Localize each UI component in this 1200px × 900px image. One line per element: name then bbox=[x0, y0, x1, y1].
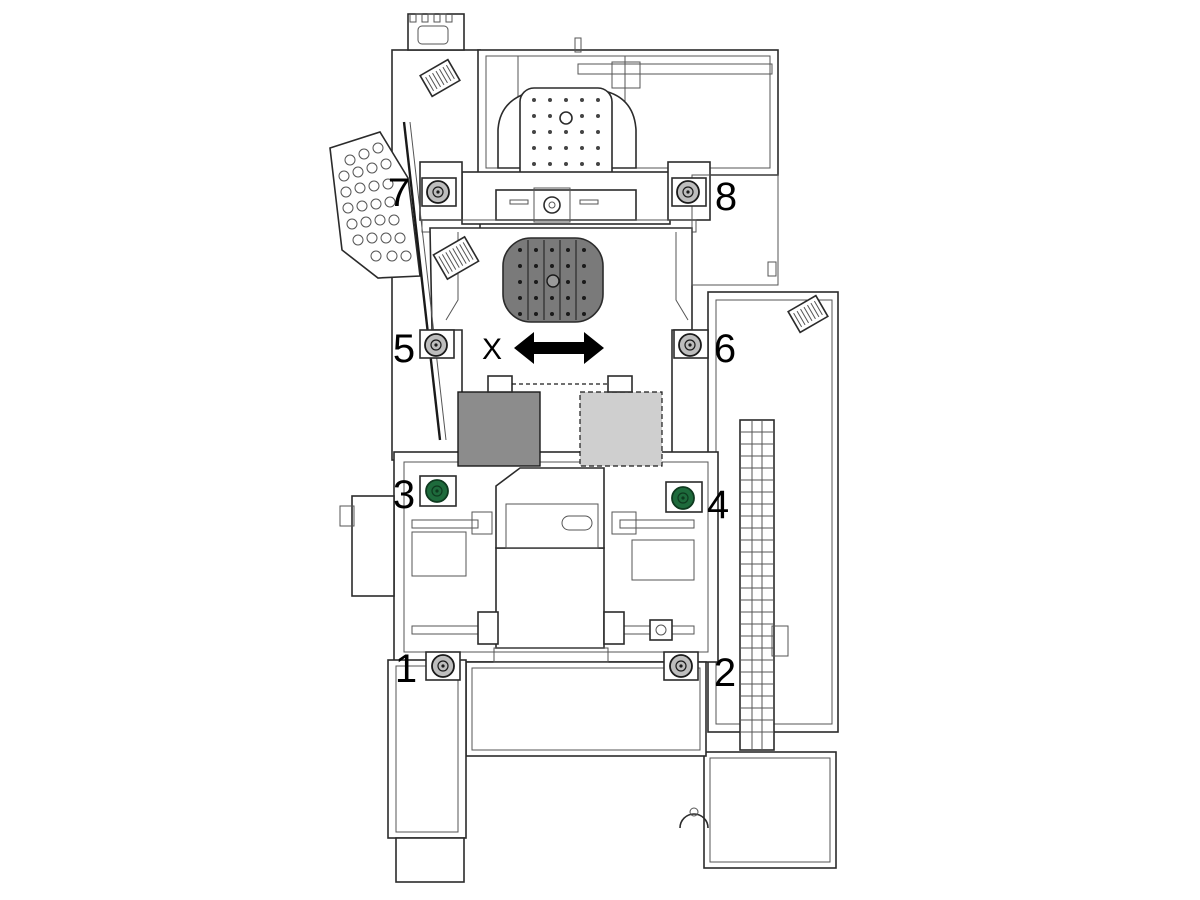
rotary-table bbox=[502, 237, 604, 323]
mount-label-5: 5 bbox=[393, 327, 415, 371]
comb-bracket bbox=[407, 13, 465, 51]
mount-label-6: 6 bbox=[714, 327, 736, 371]
heatsink-middle bbox=[432, 235, 480, 281]
mount-8 bbox=[671, 177, 707, 207]
mount-5 bbox=[419, 329, 455, 359]
mount-label-3: 3 bbox=[393, 473, 415, 517]
carriage-position-current bbox=[457, 375, 541, 467]
right-cabinet bbox=[679, 174, 839, 869]
mount-7 bbox=[421, 177, 457, 207]
mount-6 bbox=[673, 329, 709, 359]
tool-magazine-holes bbox=[338, 142, 412, 262]
heatsink-cabinet bbox=[787, 294, 829, 334]
mount-1 bbox=[425, 651, 461, 681]
x-axis-double-arrow-icon bbox=[514, 332, 604, 364]
x-axis-label: X bbox=[482, 333, 502, 366]
mount-label-4: 4 bbox=[707, 483, 729, 527]
rotary-table-holes bbox=[518, 248, 586, 316]
mount-label-2: 2 bbox=[714, 651, 736, 695]
spindle-carriage bbox=[471, 467, 637, 663]
carriage-position-ghost bbox=[579, 375, 663, 467]
mount-3 bbox=[419, 475, 457, 507]
mount-2 bbox=[663, 651, 699, 681]
mount-label-1: 1 bbox=[395, 647, 417, 691]
rotary-tilt-table bbox=[461, 87, 671, 225]
tool-magazine-plate bbox=[329, 121, 447, 441]
heatsink-top bbox=[419, 58, 461, 98]
tilt-table-holes bbox=[532, 98, 600, 166]
mount-label-8: 8 bbox=[715, 175, 737, 219]
mount-4 bbox=[665, 481, 703, 513]
tool-changer-chain bbox=[739, 419, 789, 751]
mount-label-7: 7 bbox=[388, 171, 410, 215]
